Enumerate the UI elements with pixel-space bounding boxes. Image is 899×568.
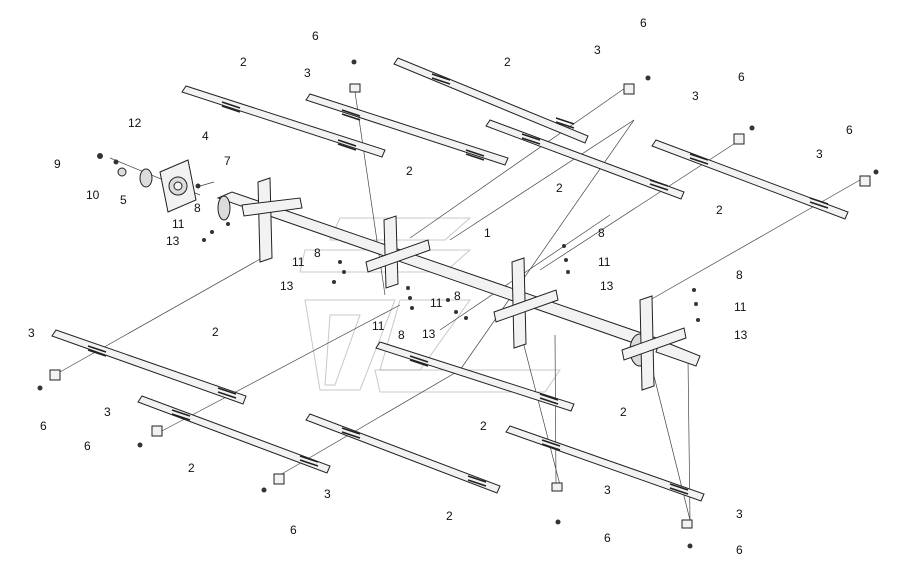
callout-8: 8 — [194, 201, 201, 215]
callout-2: 2 — [480, 419, 487, 433]
callout-11: 11 — [734, 300, 747, 314]
callout-2: 2 — [188, 461, 195, 475]
callout-11: 11 — [430, 296, 443, 310]
callout-2: 2 — [556, 181, 563, 195]
callout-13: 13 — [166, 234, 180, 248]
callout-6: 6 — [846, 123, 853, 137]
callout-3: 3 — [816, 147, 823, 161]
callout-6: 6 — [84, 439, 91, 453]
callout-1: 1 — [484, 226, 491, 240]
callout-2: 2 — [620, 405, 627, 419]
callout-2: 2 — [240, 55, 247, 69]
callout-13: 13 — [734, 328, 748, 342]
callout-4: 4 — [202, 129, 209, 143]
assembly-lines — [59, 85, 861, 521]
callout-3: 3 — [604, 483, 611, 497]
callout-9: 9 — [54, 157, 61, 171]
fasteners — [37, 59, 879, 549]
callout-3: 3 — [104, 405, 111, 419]
callout-13: 13 — [422, 327, 436, 341]
callout-2: 2 — [212, 325, 219, 339]
callout-6: 6 — [290, 523, 297, 537]
callout-6: 6 — [738, 70, 745, 84]
hub-brackets — [241, 177, 687, 391]
callout-6: 6 — [312, 29, 319, 43]
callout-3: 3 — [692, 89, 699, 103]
slat-bars — [51, 57, 849, 502]
callout-8: 8 — [454, 289, 461, 303]
callout-12: 12 — [128, 116, 142, 130]
callout-3: 3 — [324, 487, 331, 501]
callout-3: 3 — [594, 43, 601, 57]
callout-10: 10 — [86, 188, 100, 202]
callout-11: 11 — [598, 255, 611, 269]
callout-labels: 1 2 2 2 2 2 2 2 2 2 2 3 3 3 3 3 3 3 3 3 … — [28, 16, 853, 557]
callout-8: 8 — [736, 268, 743, 282]
small-brackets — [49, 83, 871, 529]
callout-8: 8 — [398, 328, 405, 342]
bearing-assembly — [97, 153, 215, 213]
callout-3: 3 — [28, 326, 35, 340]
callout-8: 8 — [598, 226, 605, 240]
callout-5: 5 — [120, 193, 127, 207]
callout-11: 11 — [292, 255, 305, 269]
callout-13: 13 — [280, 279, 294, 293]
callout-2: 2 — [504, 55, 511, 69]
callout-6: 6 — [40, 419, 47, 433]
callout-3: 3 — [304, 66, 311, 80]
callout-3: 3 — [736, 507, 743, 521]
callout-11: 11 — [172, 217, 185, 231]
callout-2: 2 — [716, 203, 723, 217]
callout-2: 2 — [406, 164, 413, 178]
callout-7: 7 — [224, 154, 231, 168]
callout-6: 6 — [640, 16, 647, 30]
callout-8: 8 — [314, 246, 321, 260]
callout-2: 2 — [446, 509, 453, 523]
callout-11: 11 — [372, 319, 385, 333]
callout-13: 13 — [600, 279, 614, 293]
callout-6: 6 — [604, 531, 611, 545]
callout-6: 6 — [736, 543, 743, 557]
